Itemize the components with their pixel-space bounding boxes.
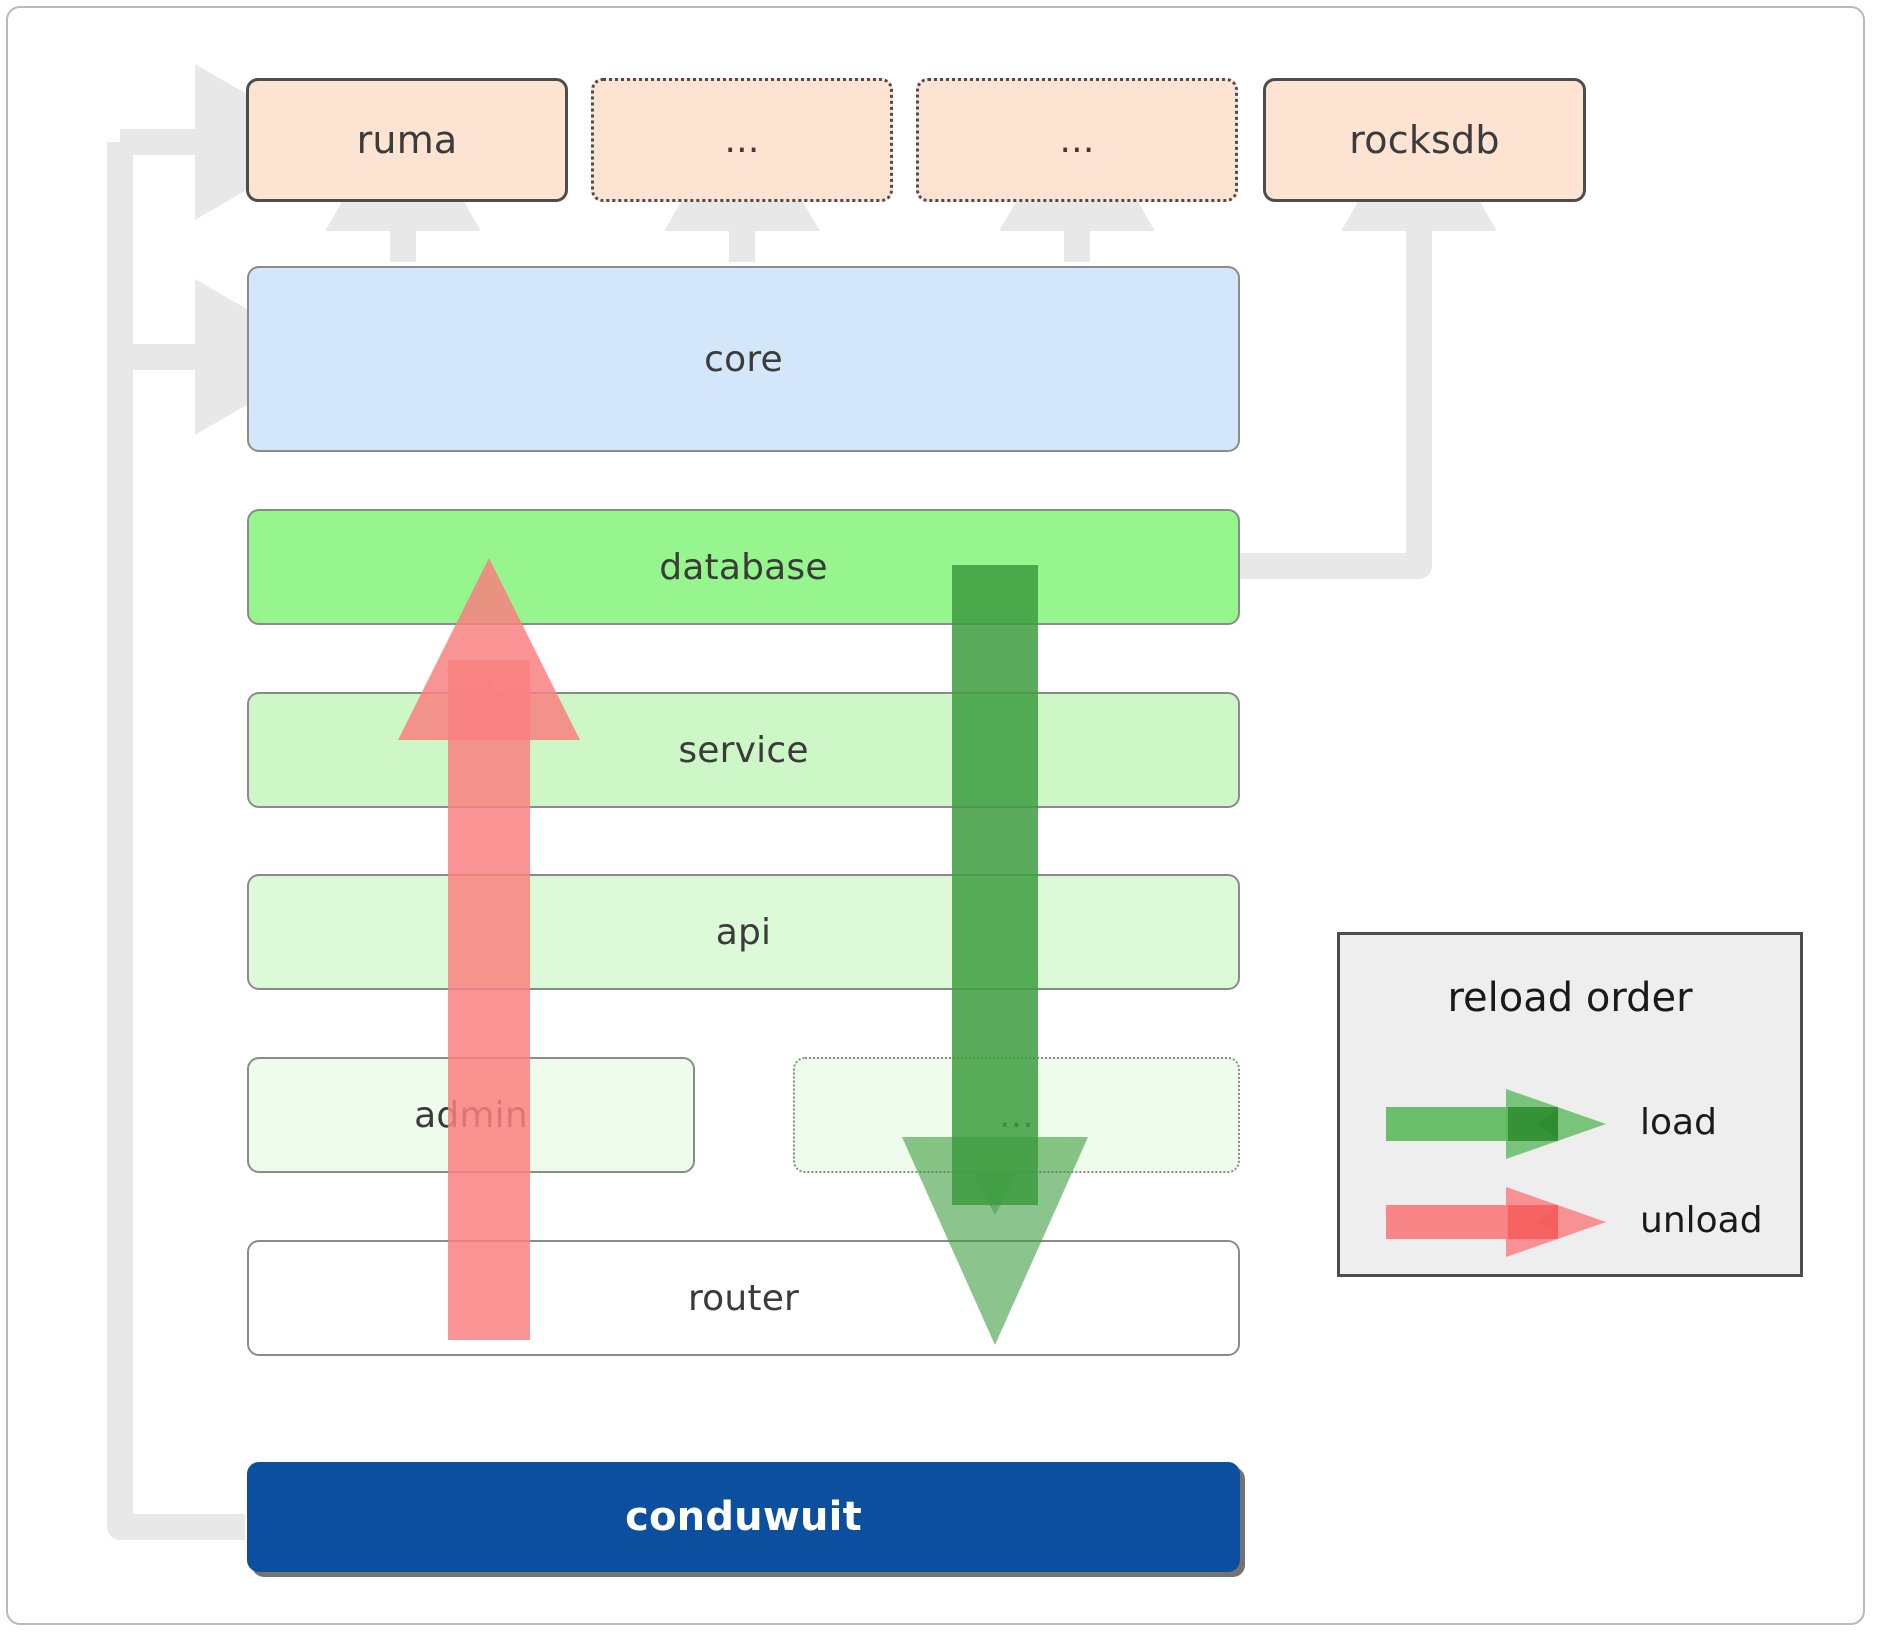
node-router-label: router (687, 1277, 800, 1319)
node-database[interactable]: database (247, 509, 1240, 625)
node-service[interactable]: service (247, 692, 1240, 808)
legend-row-load: load (1386, 1077, 1717, 1167)
legend-unload-label: unload (1640, 1199, 1763, 1241)
legend-load-arrow-icon (1386, 1089, 1606, 1159)
node-admin[interactable]: admin (247, 1057, 695, 1173)
node-api[interactable]: api (247, 874, 1240, 990)
connector-app-to-left-rail (107, 142, 245, 1540)
node-layer-ellipsis-label: ... (999, 1094, 1034, 1136)
legend-title: reload order (1447, 975, 1693, 1021)
node-conduwuit-label: conduwuit (625, 1494, 862, 1540)
node-conduwuit[interactable]: conduwuit (247, 1462, 1240, 1572)
node-service-label: service (678, 729, 809, 771)
legend-box: reload order load unload (1337, 932, 1803, 1277)
connector-database-to-rocksdb (1240, 96, 1497, 579)
node-api-label: api (715, 911, 772, 953)
legend-load-label: load (1640, 1101, 1717, 1143)
node-admin-label: admin (414, 1094, 528, 1136)
node-core[interactable]: core (247, 266, 1240, 452)
node-dependency-ellipsis-2-label: ... (1059, 119, 1095, 161)
node-rocksdb[interactable]: rocksdb (1263, 78, 1586, 202)
node-database-label: database (659, 546, 828, 588)
node-layer-ellipsis[interactable]: ... (793, 1057, 1240, 1173)
node-ruma-label: ruma (356, 118, 458, 162)
node-dependency-ellipsis-1[interactable]: ... (591, 78, 893, 202)
node-core-label: core (704, 338, 783, 380)
node-router[interactable]: router (247, 1240, 1240, 1356)
node-rocksdb-label: rocksdb (1349, 118, 1500, 162)
node-dependency-ellipsis-2[interactable]: ... (916, 78, 1238, 202)
legend-row-unload: unload (1386, 1175, 1763, 1265)
node-dependency-ellipsis-1-label: ... (724, 119, 760, 161)
legend-unload-arrow-icon (1386, 1187, 1606, 1257)
node-ruma[interactable]: ruma (246, 78, 568, 202)
